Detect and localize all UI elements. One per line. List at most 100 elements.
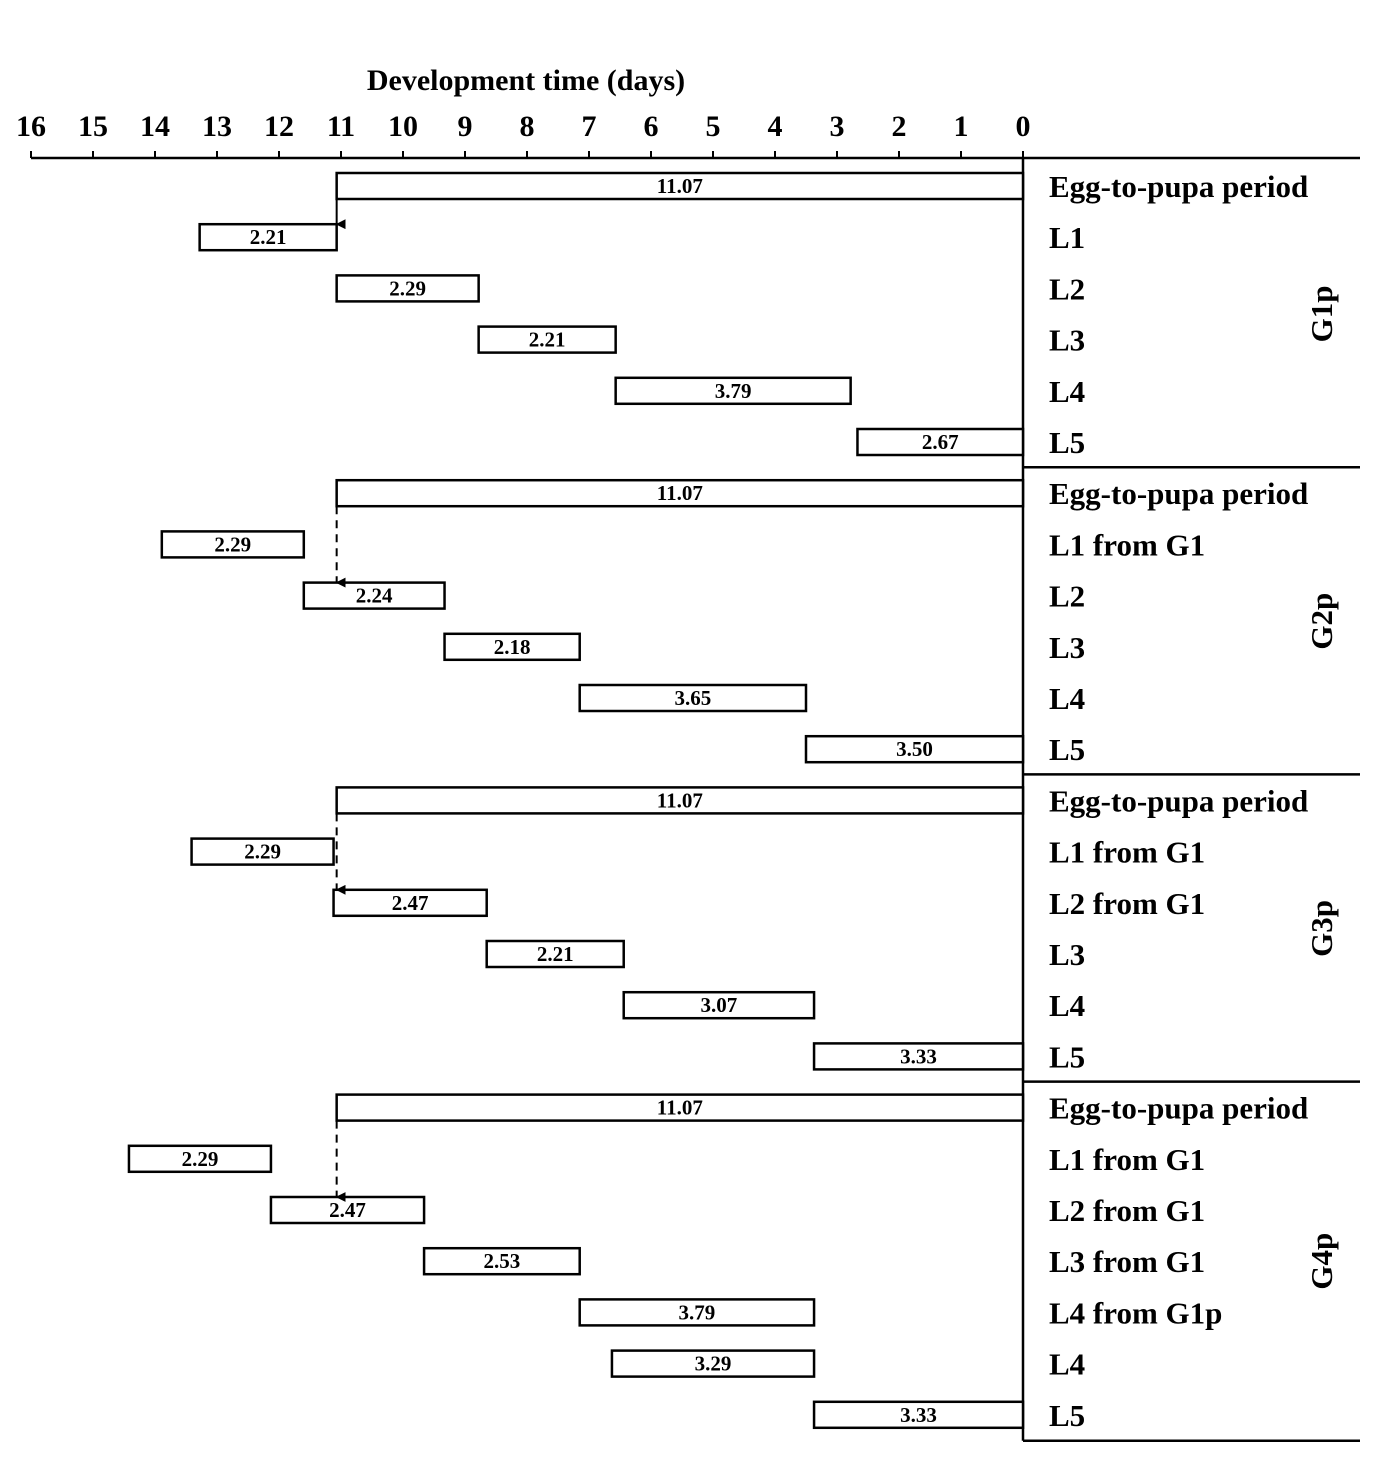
bar-value-label: 11.07 xyxy=(657,788,703,812)
bar xyxy=(485,939,625,969)
bar xyxy=(269,1195,426,1225)
row-label: L5 xyxy=(1049,1039,1085,1074)
bar xyxy=(335,478,1025,508)
row-label: Egg-to-pupa period xyxy=(1049,783,1308,818)
row-label: L2 xyxy=(1049,579,1085,614)
bar xyxy=(335,274,480,303)
bar-value-label: 2.21 xyxy=(529,328,566,352)
x-tick-label: 13 xyxy=(202,110,232,143)
row-label: L5 xyxy=(1049,732,1085,767)
bar-value-label: 3.50 xyxy=(896,737,933,761)
bar-value-label: 2.29 xyxy=(244,840,281,864)
bar xyxy=(812,1042,1025,1071)
row-label: L3 from G1 xyxy=(1049,1244,1205,1279)
bar xyxy=(477,325,617,354)
row-label: Egg-to-pupa period xyxy=(1049,476,1308,511)
bar-value-label: 3.33 xyxy=(900,1044,937,1068)
x-tick-label: 8 xyxy=(520,110,535,143)
bar-value-label: 3.07 xyxy=(701,993,738,1017)
group-label: G2p xyxy=(1304,593,1339,650)
bar-value-label: 3.79 xyxy=(715,379,752,403)
row-label: L2 from G1 xyxy=(1049,886,1205,921)
x-tick-label: 5 xyxy=(706,110,721,143)
x-tick-label: 15 xyxy=(78,110,108,143)
bar-value-label: 2.67 xyxy=(922,430,959,454)
bar-value-label: 2.18 xyxy=(494,635,531,659)
x-tick-label: 7 xyxy=(582,110,597,143)
bar xyxy=(812,1400,1025,1430)
row-label: L2 xyxy=(1049,271,1085,306)
group-label: G1p xyxy=(1304,286,1339,343)
x-tick-label: 10 xyxy=(388,110,418,143)
bar xyxy=(804,734,1025,764)
row-label: L3 xyxy=(1049,630,1085,665)
row-label: Egg-to-pupa period xyxy=(1049,1091,1308,1126)
bar-value-label: 11.07 xyxy=(657,1096,703,1120)
bar-value-label: 2.47 xyxy=(392,891,429,915)
bar xyxy=(578,1298,816,1327)
bar-value-label: 2.29 xyxy=(182,1147,219,1171)
row-label: L1 from G1 xyxy=(1049,835,1205,870)
bar xyxy=(335,786,1025,815)
x-tick-label: 0 xyxy=(1016,110,1031,143)
bar-value-label: 2.53 xyxy=(484,1249,521,1273)
row-label: L5 xyxy=(1049,425,1085,460)
row-label: L1 xyxy=(1049,220,1085,255)
bar xyxy=(332,888,488,918)
row-label: L4 xyxy=(1049,681,1085,716)
row-label: L5 xyxy=(1049,1398,1085,1433)
row-label: L4 from G1p xyxy=(1049,1295,1222,1330)
group-label: G3p xyxy=(1304,900,1339,957)
bar xyxy=(127,1144,273,1174)
bar xyxy=(610,1349,816,1378)
row-label: L4 xyxy=(1049,1347,1085,1382)
bar-value-label: 3.29 xyxy=(695,1352,732,1376)
x-tick-label: 14 xyxy=(140,110,170,143)
x-tick-label: 2 xyxy=(892,110,907,143)
bar-value-label: 3.65 xyxy=(674,686,711,710)
x-tick-label: 6 xyxy=(644,110,659,143)
bar-value-label: 11.07 xyxy=(657,481,703,505)
bar-value-label: 2.21 xyxy=(537,942,574,966)
row-label: L1 from G1 xyxy=(1049,527,1205,562)
x-tick-label: 11 xyxy=(327,110,355,143)
row-label: L4 xyxy=(1049,988,1085,1023)
bar xyxy=(160,530,306,559)
row-labels: Egg-to-pupa periodL1L2L3L4L5G1pEgg-to-pu… xyxy=(1049,169,1339,1433)
bar-value-label: 3.79 xyxy=(679,1300,716,1324)
bar-value-label: 3.33 xyxy=(900,1403,937,1427)
bar xyxy=(190,837,335,866)
x-tick-label: 3 xyxy=(830,110,845,143)
row-label: L1 from G1 xyxy=(1049,1142,1205,1177)
bar xyxy=(302,581,446,610)
bar-value-label: 2.47 xyxy=(329,1198,366,1222)
x-tick-label: 4 xyxy=(768,110,783,143)
x-tick-label: 16 xyxy=(16,110,46,143)
x-tick-label: 1 xyxy=(954,110,969,143)
bar xyxy=(856,427,1025,457)
bar-value-label: 11.07 xyxy=(657,174,703,198)
group-label: G4p xyxy=(1304,1233,1339,1290)
row-label: L3 xyxy=(1049,323,1085,358)
bar xyxy=(614,376,852,406)
row-label: L3 xyxy=(1049,937,1085,972)
bar xyxy=(578,683,808,713)
bar-value-label: 2.29 xyxy=(389,276,426,300)
bar-value-label: 2.29 xyxy=(214,532,251,556)
x-tick-label: 9 xyxy=(458,110,473,143)
bar xyxy=(335,1093,1025,1122)
bar xyxy=(422,1246,581,1276)
bars: 11.07 2.21 2.29 2.21 3.79 2.67 11.07 2.29 2.24 2.… xyxy=(127,171,1025,1430)
x-tick-label: 12 xyxy=(264,110,294,143)
row-label: L2 from G1 xyxy=(1049,1193,1205,1228)
row-label: L4 xyxy=(1049,374,1085,409)
bar xyxy=(198,222,338,252)
bar xyxy=(335,171,1025,201)
x-axis-title: Development time (days) xyxy=(367,64,685,97)
bar xyxy=(443,632,581,662)
bar xyxy=(622,990,816,1020)
bar-value-label: 2.21 xyxy=(250,225,287,249)
bar-value-label: 2.24 xyxy=(356,584,393,608)
